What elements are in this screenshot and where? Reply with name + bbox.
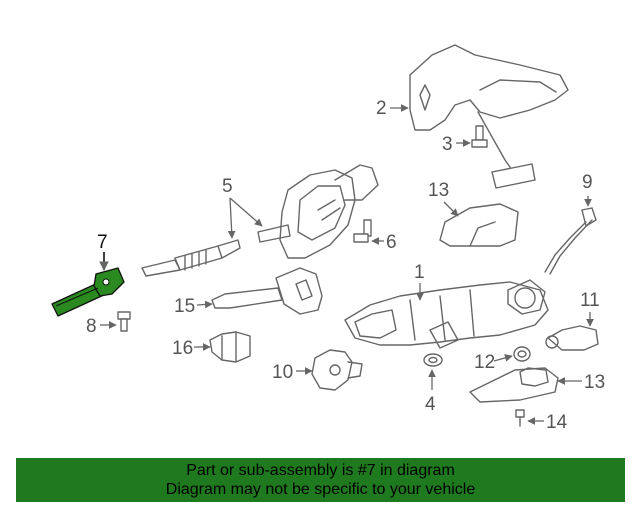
part-11-switch[interactable] [545,325,599,351]
callout-13-lower: 13 [584,372,605,393]
callout-6: 6 [386,232,397,253]
part-6-bolt[interactable] [353,219,372,243]
callout-9: 9 [582,172,593,193]
part-10-bracket[interactable] [311,349,363,391]
callout-8: 8 [86,316,97,337]
part-9-lever[interactable] [544,207,597,275]
part-13-upper-shroud[interactable] [439,203,519,247]
callout-10: 10 [272,362,293,383]
part-4-grommet[interactable] [423,353,443,367]
part-1-column-assembly[interactable] [344,279,549,349]
callout-7: 7 [97,232,108,253]
part-16-switch[interactable] [209,331,251,363]
callout-16: 16 [172,338,193,359]
callout-1: 1 [414,262,425,283]
banner-line-1: Part or sub-assembly is #7 in diagram [186,462,455,479]
callout-12: 12 [474,352,495,373]
callout-5: 5 [222,176,233,197]
info-banner: Part or sub-assembly is #7 in diagram Di… [16,458,625,502]
callout-3: 3 [442,134,453,155]
part-5-shaft[interactable] [141,224,291,277]
part-8-screw[interactable] [117,311,131,332]
part-3-bolt[interactable] [471,125,488,148]
callout-13-upper: 13 [428,180,449,201]
callout-11: 11 [580,290,600,311]
part-12-bushing[interactable] [513,346,531,362]
part-15-multifunction-switch[interactable] [211,267,323,315]
banner-line-2: Diagram may not be specific to your vehi… [165,481,476,498]
callout-4: 4 [425,394,436,415]
callout-2: 2 [376,98,387,119]
part-2-pedal-bracket[interactable] [409,44,569,189]
callout-14: 14 [546,412,568,433]
part-13-lower-shroud[interactable] [469,367,559,403]
callout-15: 15 [174,296,195,317]
parts-diagram: 2 3 5 6 13 9 [51,44,605,433]
part-7-intermediate-shaft-highlighted[interactable] [51,267,125,317]
part-column-plate[interactable] [279,164,379,259]
part-14-screw[interactable] [515,409,525,427]
